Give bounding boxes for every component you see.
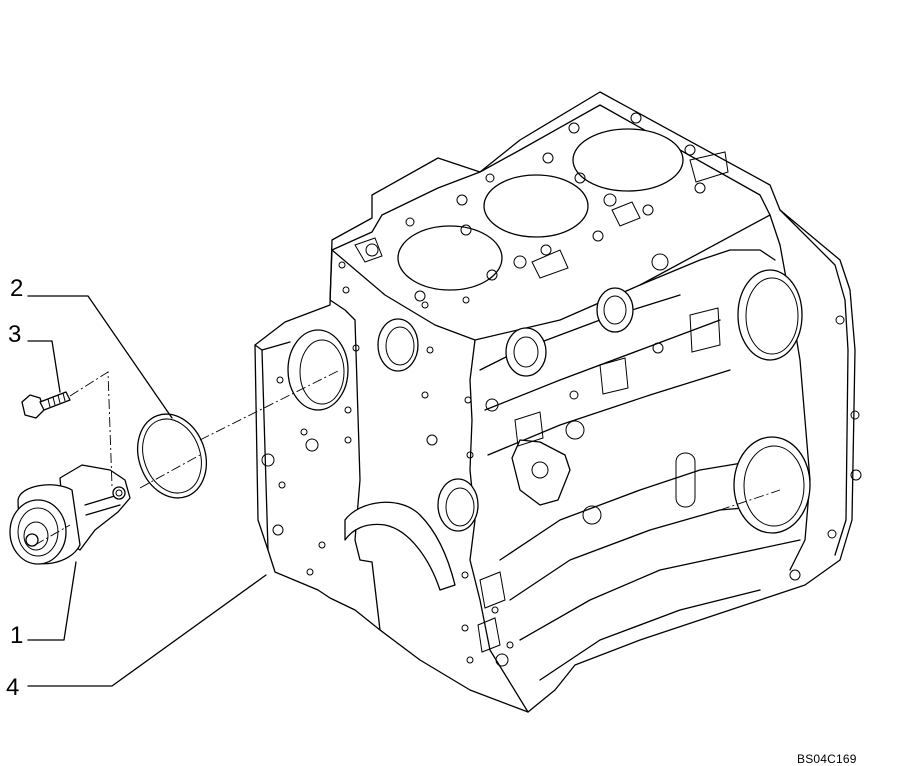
cylinder-bore-2 xyxy=(483,174,589,238)
assembly-centerlines xyxy=(34,369,781,546)
front-bore-large xyxy=(287,329,349,411)
cylinder-bore-3 xyxy=(572,128,684,192)
rear-bore xyxy=(733,436,811,534)
crankshaft-arch xyxy=(344,501,456,591)
callout-2: 2 xyxy=(10,275,24,302)
leader-line-3 xyxy=(27,340,61,393)
engine-block xyxy=(254,91,862,713)
callout-3: 3 xyxy=(8,321,22,348)
bolt xyxy=(21,391,71,419)
head-bolt-holes xyxy=(365,112,706,302)
reference-code: BS04C169 xyxy=(797,752,857,766)
callout-4: 4 xyxy=(6,674,20,701)
leader-line-4 xyxy=(27,574,267,687)
leader-line-1 xyxy=(27,561,77,641)
front-face-holes xyxy=(261,261,514,667)
water-pump xyxy=(9,464,131,565)
leader-line-2 xyxy=(27,295,173,419)
top-deck-face xyxy=(331,104,771,341)
cylinder-bore-1 xyxy=(397,225,503,291)
callout-1: 1 xyxy=(10,622,24,649)
gasket-o-ring xyxy=(137,413,207,499)
leader-lines xyxy=(27,295,267,687)
